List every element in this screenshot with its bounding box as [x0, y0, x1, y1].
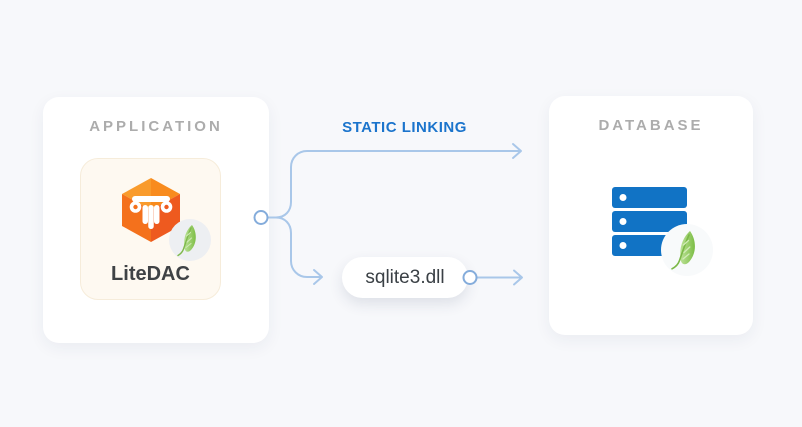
dll-branch-arrowhead [313, 269, 323, 285]
dll-branch-line [275, 216, 322, 278]
static-linking-arrowhead [512, 143, 522, 159]
sqlite3-dll-node: sqlite3.dll [342, 257, 468, 298]
sqlite-feather-icon [661, 224, 713, 276]
database-card-title: DATABASE [598, 117, 704, 134]
litedac-product-name: LiteDAC [111, 263, 190, 285]
static-linking-edge-label: STATIC LINKING [342, 119, 467, 136]
static-linking-line [275, 150, 521, 219]
application-card-title: APPLICATION [89, 118, 223, 135]
litedac-logo-box: LiteDAC [80, 158, 221, 300]
dll-to-database-arrowhead [513, 269, 523, 286]
sqlite3-dll-label: sqlite3.dll [365, 266, 445, 288]
database-server-icon [612, 187, 713, 276]
sqlite-feather-icon [169, 219, 211, 261]
database-card: DATABASE [549, 96, 753, 335]
application-card: APPLICATION [43, 97, 269, 343]
greek-column-glyph [129, 196, 172, 229]
